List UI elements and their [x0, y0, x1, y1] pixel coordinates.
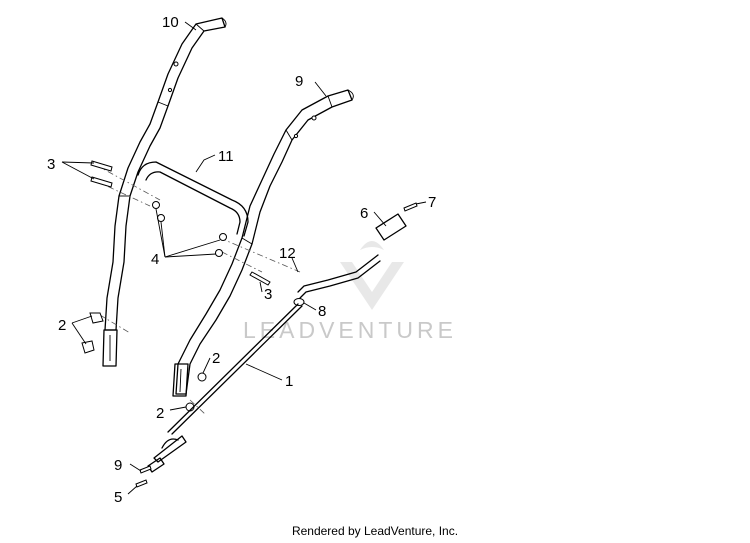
callout-4: 4: [151, 251, 159, 268]
part-13-crossbar: [137, 161, 249, 237]
part-10-upper-rod: [297, 254, 381, 299]
callout-7: 7: [428, 194, 436, 211]
callout-2-left: 2: [58, 317, 66, 334]
footer-credit: Rendered by LeadVenture, Inc.: [291, 524, 459, 538]
callout-8: 8: [318, 303, 326, 320]
callout-12: 10: [162, 14, 179, 31]
watermark-text: LEADVENTURE: [243, 317, 457, 343]
callout-2-right: 2: [212, 350, 220, 367]
callout-5: 5: [114, 489, 122, 506]
callout-9: 9: [114, 457, 122, 474]
callout-2-bottom: 2: [156, 405, 164, 422]
lower-bracket-left: [102, 329, 118, 367]
callout-6: 6: [360, 205, 368, 222]
callout-10: 12: [279, 245, 296, 262]
part-9-pin: [139, 465, 152, 474]
leader-lines: [61, 21, 427, 495]
part-4-nuts: [152, 201, 227, 257]
part-2-knobs: [81, 312, 207, 412]
callout-3-lower: 3: [264, 286, 272, 303]
part-8-ferrule: [293, 298, 305, 306]
part-6-grip: [375, 213, 407, 241]
callout-1: 1: [285, 373, 293, 390]
part-11-right-upper-handle: [175, 89, 354, 395]
part-12-left-upper-handle: [104, 17, 227, 331]
part-5-clip: [135, 479, 148, 488]
callout-3-upper: 3: [47, 156, 55, 173]
callout-11: 9: [295, 73, 303, 90]
part-1-lower-rod: [167, 303, 303, 435]
lower-bracket-right: [172, 363, 189, 397]
callout-13: 11: [218, 148, 234, 165]
callout-labels: 10 9 11 3 4 3 12 6 7 8 1 2 2 2 9 5: [47, 14, 436, 506]
watermark-logo-icon: [340, 241, 404, 310]
part-7-screw: [403, 202, 418, 212]
part-3-bolts: [90, 160, 271, 286]
lower-linkage: [147, 435, 187, 473]
